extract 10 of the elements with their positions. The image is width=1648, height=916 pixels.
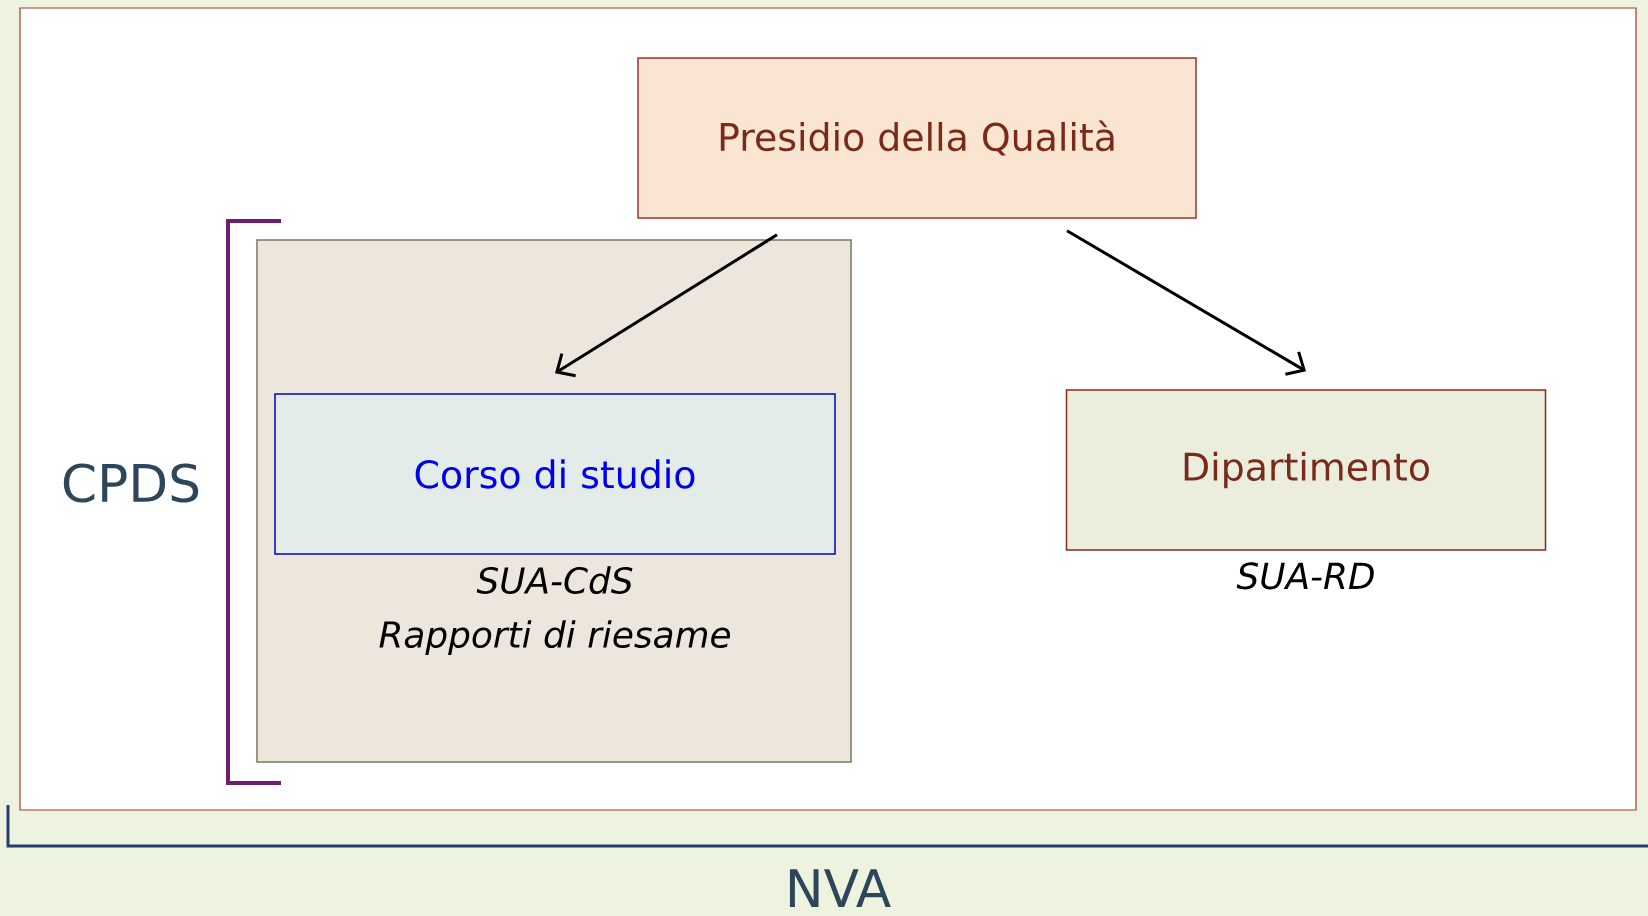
process-box: Dipartimento [1065,389,1547,551]
node-label: SUA-CdS [476,566,633,595]
arrow [555,233,778,378]
process-box: Presidio della Qualità [637,57,1197,219]
label: NVA [789,869,891,907]
arrow [1066,229,1307,376]
node-label: Rapporti di riesame [379,620,730,655]
node-label: SUA-RD [1236,562,1374,590]
process-box: Corso di studio [274,393,836,555]
label: CPDS [63,463,199,503]
